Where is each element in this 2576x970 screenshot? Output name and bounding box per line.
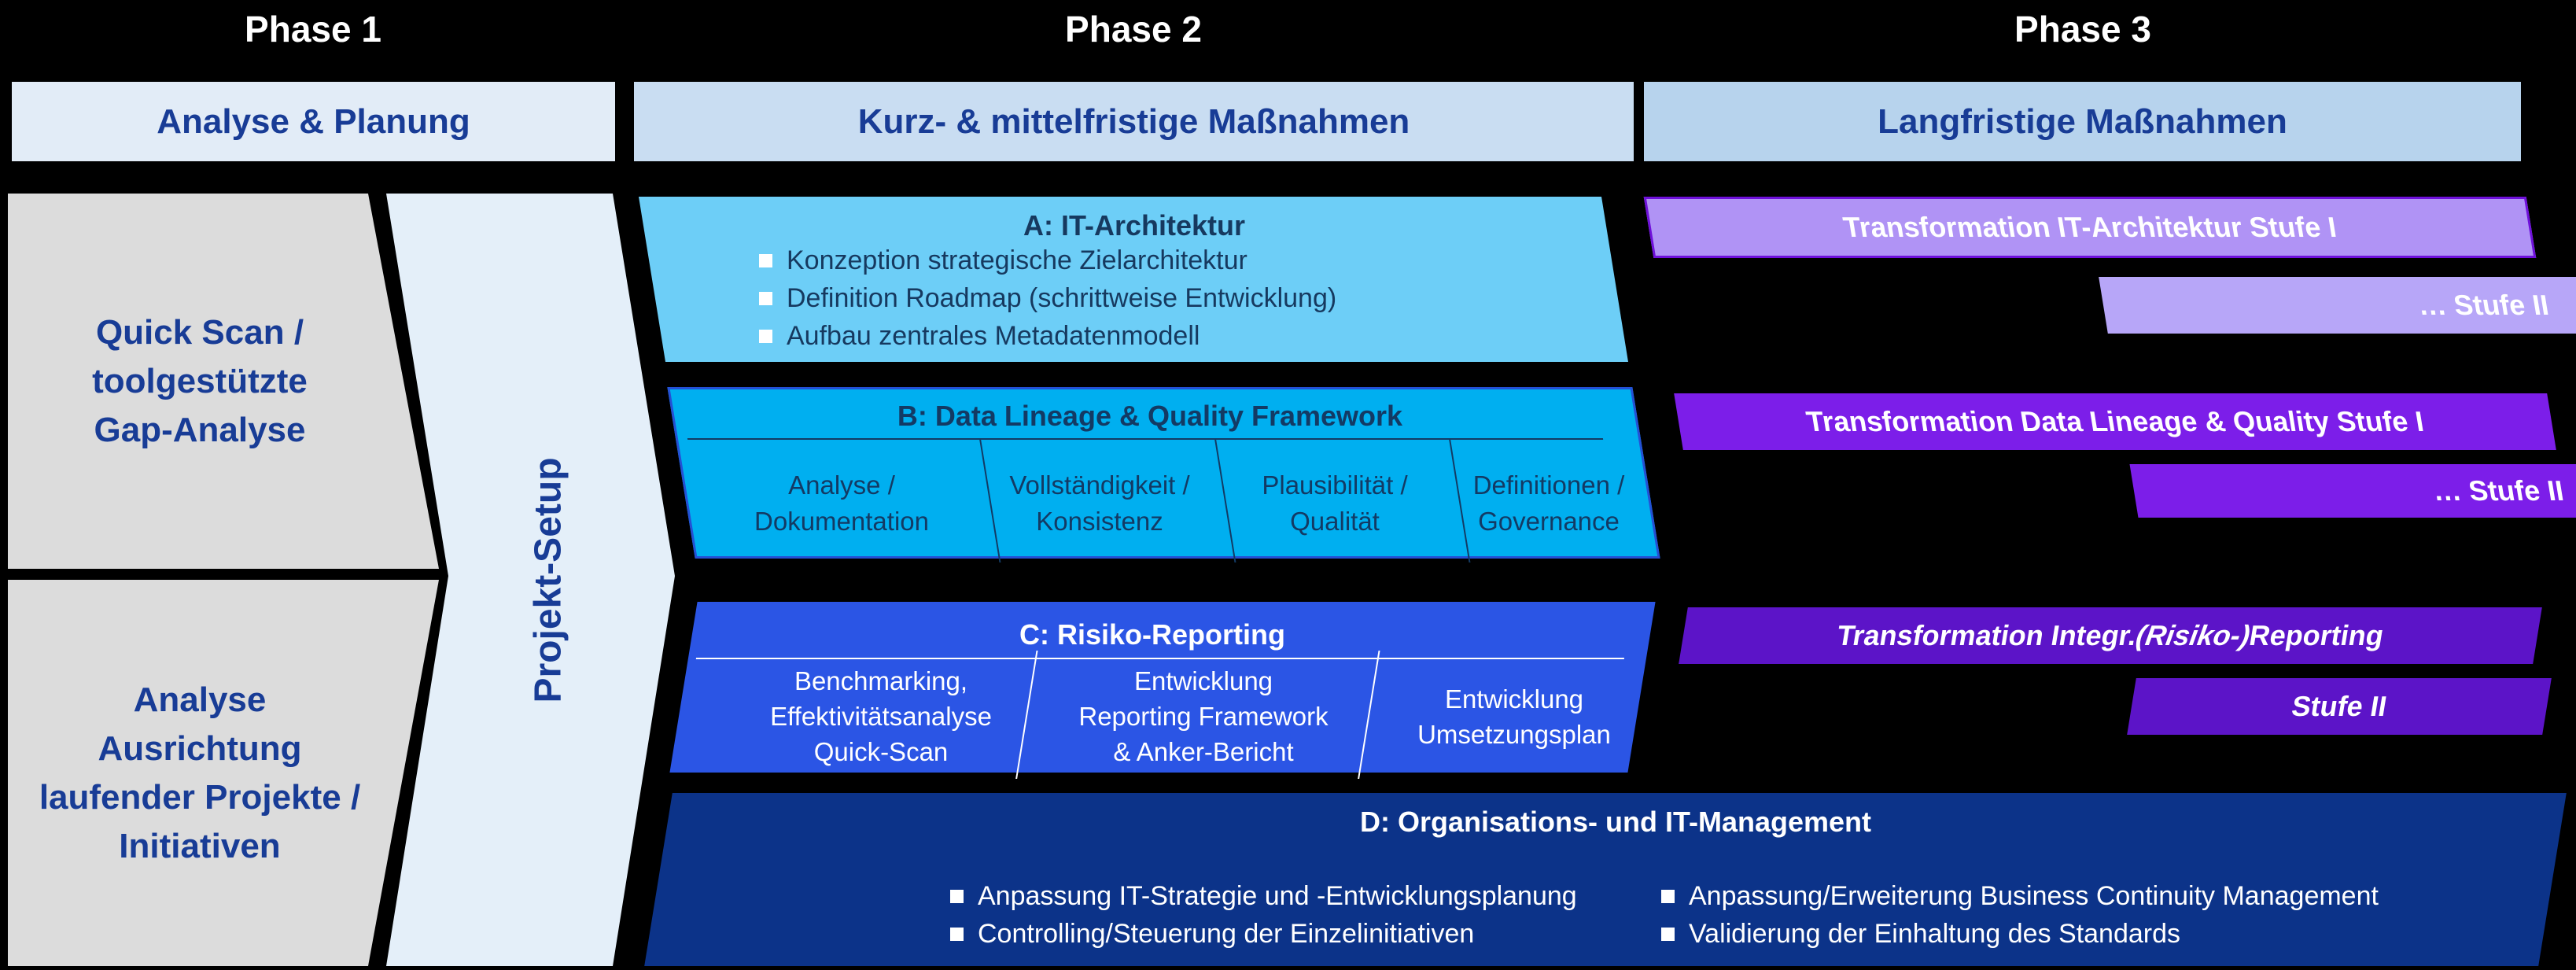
bullet-square-icon [950, 890, 964, 903]
project-setup-label: Projekt-Setup [527, 456, 569, 703]
bullet-text: Aufbau zentrales Metadatenmodell [787, 321, 1200, 351]
workstream-c-cell: Entwicklung Umsetzungsplan [1417, 684, 1611, 749]
phase-3-band: Langfristige Maßnahmen [1644, 82, 2521, 161]
bullet-text: Anpassung IT-Strategie und -Entwicklungs… [978, 881, 1577, 911]
bar-label: … Stufe II [2415, 289, 2552, 321]
bar-label: Transformation IT-Architektur Stufe I [1841, 211, 2339, 243]
workstream-c-cell: Benchmarking, Effektivitätsanalyse Quick… [770, 666, 992, 766]
bar-label: Stufe II [2289, 690, 2390, 722]
bullet-square-icon [759, 330, 772, 343]
transformation-architecture-stage2-bar: … Stufe II [2099, 277, 2576, 334]
transformation-reporting-stage1-bar: Transformation Integr. (Risiko-) Reporti… [1679, 607, 2542, 664]
phase-2-title: Phase 2 [1065, 9, 1202, 50]
bullet-text: Controlling/Steuerung der Einzelinitiati… [978, 919, 1475, 949]
workstream-d-bullets-right: Anpassung/Erweiterung Business Continuit… [1661, 881, 2379, 957]
workstream-b-cell: Analyse / Dokumentation [754, 470, 929, 536]
phase-1-band: Analyse & Planung [12, 82, 615, 161]
bar-label: Transformation Data Lineage & Quality St… [1804, 405, 2427, 437]
workstream-b-cell: Vollständigkeit / Konsistenz [1009, 470, 1190, 536]
bullet-square-icon [759, 292, 772, 305]
bar-label-italic: (Risiko-) [2133, 619, 2253, 651]
bullet-text: Validierung der Einhaltung des Standards [1689, 919, 2181, 949]
bar-label: … Stufe II [2430, 474, 2567, 507]
gap-analysis-block: Quick Scan / toolgestützte Gap-Analyse [8, 194, 439, 569]
workstream-b-cell: Definitionen / Governance [1472, 470, 1625, 536]
workstream-b-cell: Plausibilität / Qualität [1262, 470, 1408, 536]
workstream-b-title: B: Data Lineage & Quality Framework [897, 400, 1403, 432]
workstream-d-bullets-left: Anpassung IT-Strategie und -Entwicklungs… [950, 881, 1577, 957]
workstream-a-bullets: Konzeption strategische Zielarchitektur … [759, 245, 1336, 359]
transformation-data-lineage-stage2-bar: … Stufe II [2129, 464, 2576, 518]
bullet-text: Anpassung/Erweiterung Business Continuit… [1689, 881, 2379, 911]
phase-2-band: Kurz- & mittelfristige Maßnahmen [634, 82, 1634, 161]
bullet-text: Konzeption strategische Zielarchitektur [787, 245, 1247, 275]
workstream-c-title: C: Risiko-Reporting [1019, 618, 1285, 651]
workstream-d-title: D: Organisations- und IT-Management [1359, 806, 1872, 838]
workstream-c-cell: Entwicklung Reporting Framework & Anker-… [1078, 666, 1329, 766]
transformation-data-lineage-stage1-bar: Transformation Data Lineage & Quality St… [1674, 393, 2556, 450]
project-alignment-block: Analyse Ausrichtung laufender Projekte /… [8, 580, 439, 966]
workstream-a-title: A: IT-Architektur [1023, 209, 1246, 242]
bullet-square-icon [759, 254, 772, 267]
bar-label-suffix: Reporting [2246, 619, 2386, 651]
workstream-c-title-underline [695, 658, 1625, 659]
transformation-architecture-stage1-bar: Transformation IT-Architektur Stufe I [1643, 197, 2537, 258]
bullet-text: Definition Roadmap (schrittweise Entwick… [787, 283, 1337, 313]
bullet-square-icon [1661, 928, 1675, 941]
bullet-square-icon [1661, 890, 1675, 903]
phase-1-title: Phase 1 [245, 9, 381, 50]
bar-label-prefix: Transformation Integr. [1834, 619, 2139, 651]
bullet-square-icon [950, 928, 964, 941]
transformation-reporting-stage2-bar: Stufe II [2127, 678, 2552, 735]
phase-3-title: Phase 3 [2014, 9, 2151, 50]
workstream-b-title-underline [687, 438, 1604, 440]
